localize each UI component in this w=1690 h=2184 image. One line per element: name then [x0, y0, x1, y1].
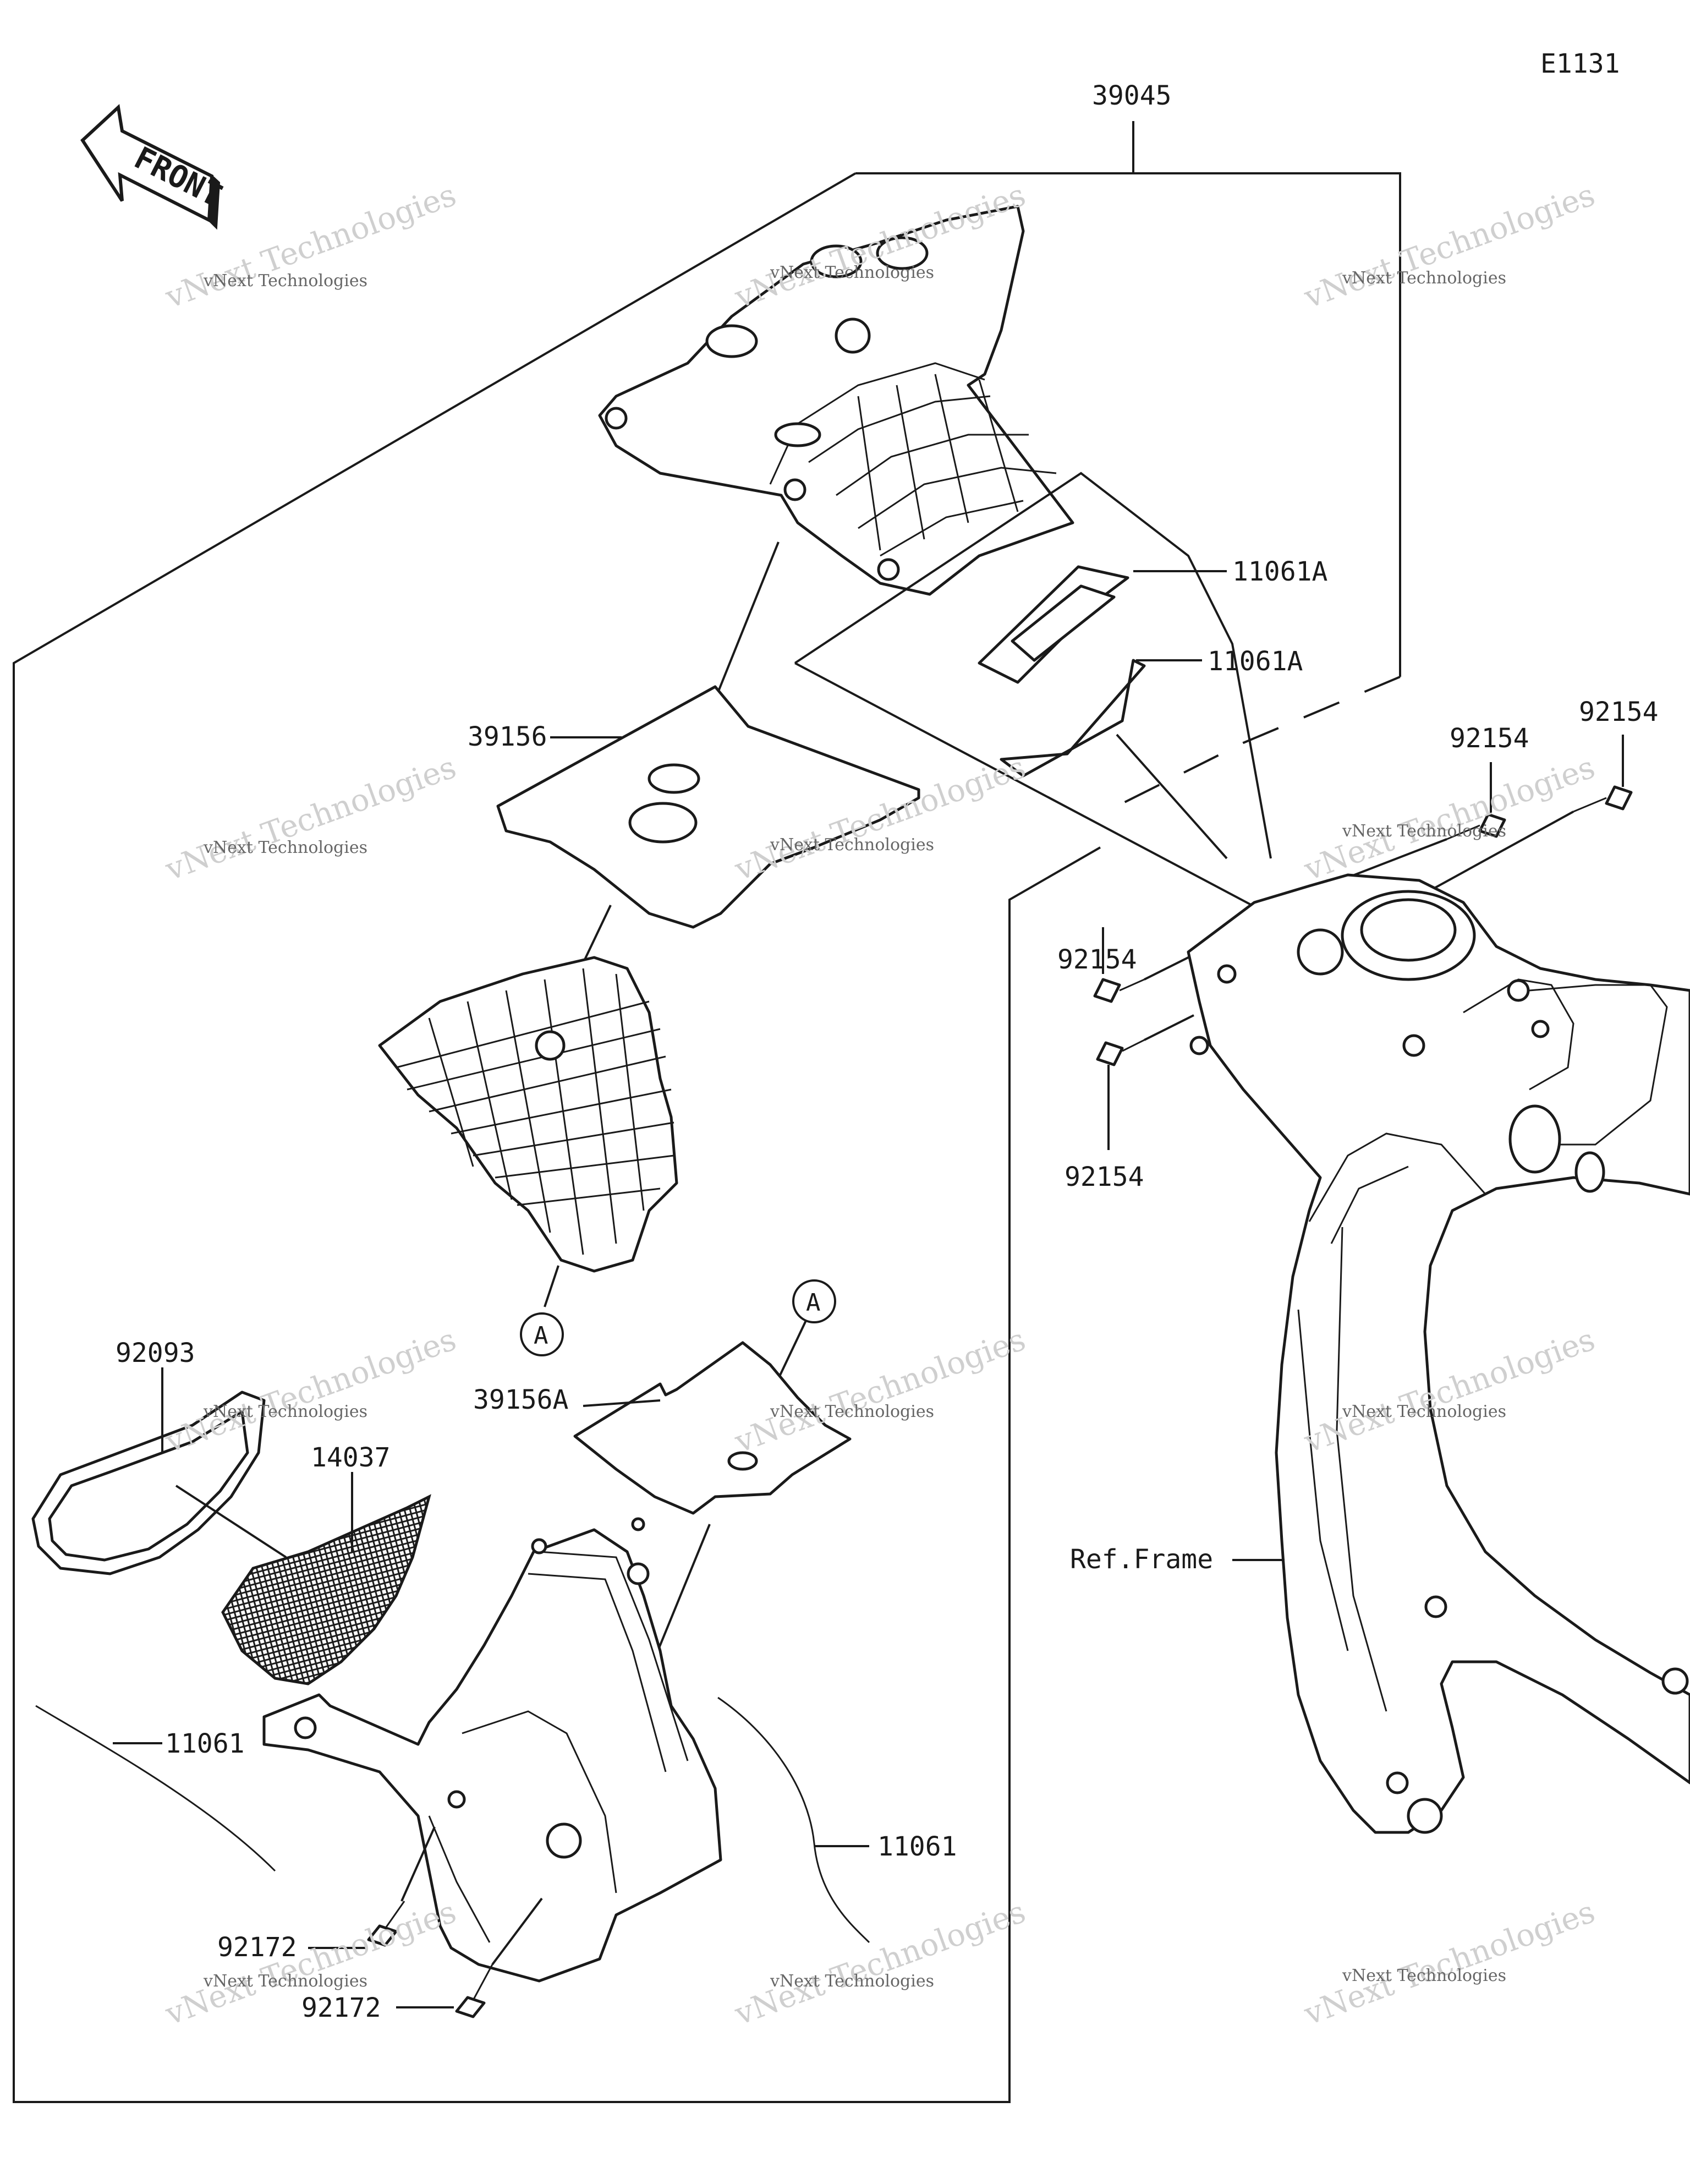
- lattice-insert: [378, 956, 678, 1273]
- seal-11061a-lower: [1000, 659, 1146, 778]
- callout-14037: 14037: [311, 1442, 391, 1473]
- callout-39156: 39156: [468, 721, 547, 752]
- svg-text:A: A: [534, 1322, 548, 1350]
- watermark-11: vNext Technologies vNext Technologies: [730, 1894, 1030, 2033]
- callout-11061-2: 11061: [877, 1831, 957, 1862]
- callout-92172-2: 92172: [301, 1993, 381, 2023]
- svg-text:vNext Technologies: vNext Technologies: [1299, 177, 1600, 316]
- seal-11061a-upper: [978, 565, 1129, 684]
- svg-text:vNext Technologies: vNext Technologies: [770, 1402, 934, 1421]
- svg-text:vNext Technologies: vNext Technologies: [1342, 1402, 1506, 1421]
- svg-text:vNext Technologies: vNext Technologies: [770, 263, 934, 282]
- watermark-12: vNext Technologies vNext Technologies: [1299, 1894, 1600, 2033]
- callout-39156a: 39156A: [473, 1384, 568, 1415]
- diagram-code: E1131: [1540, 48, 1620, 79]
- reference-frame: [1187, 873, 1690, 1834]
- lower-airbox: [262, 1517, 722, 1983]
- leader-92154-4-line: [1144, 1014, 1194, 1041]
- svg-text:vNext Technologies: vNext Technologies: [203, 1972, 367, 1991]
- leader-pad-to-grid: [582, 905, 612, 964]
- svg-text:vNext Technologies: vNext Technologies: [1299, 749, 1600, 888]
- pad-39156a: [573, 1341, 852, 1515]
- callout-92172-1: 92172: [217, 1932, 297, 1963]
- watermark-4: vNext Technologies vNext Technologies: [161, 749, 461, 888]
- bolt-92154-2: [1573, 785, 1633, 813]
- callout-92154-2: 92154: [1579, 697, 1659, 727]
- svg-text:vNext Technologies: vNext Technologies: [161, 1322, 461, 1460]
- wedge-inner: [794, 662, 1258, 909]
- trim-92093: [31, 1391, 266, 1575]
- watermark-7: vNext Technologies vNext Technologies: [161, 1322, 461, 1460]
- leader-92172-1-up: [400, 1826, 436, 1902]
- watermark-6: vNext Technologies vNext Technologies: [1299, 749, 1600, 888]
- leader-lattice-to-a: [544, 1265, 559, 1307]
- svg-text:vNext Technologies: vNext Technologies: [203, 1402, 367, 1421]
- assembly-outline: [13, 172, 1401, 2103]
- mesh-14037: [221, 1494, 431, 1685]
- svg-text:vNext Technologies: vNext Technologies: [730, 1894, 1030, 2033]
- callout-92154-4: 92154: [1065, 1162, 1144, 1192]
- reference-mark-a-2: A: [792, 1279, 836, 1323]
- callout-ref-frame: Ref.Frame: [1070, 1544, 1213, 1575]
- svg-text:A: A: [806, 1289, 821, 1317]
- svg-text:vNext Technologies: vNext Technologies: [770, 1972, 934, 1991]
- leader-trim-to-mesh: [175, 1485, 287, 1558]
- watermark-3: vNext Technologies vNext Technologies: [1299, 177, 1600, 316]
- bolt-92154-4: [1096, 1039, 1145, 1066]
- callout-39045: 39045: [1092, 80, 1172, 111]
- screw-92172-1: [367, 1901, 405, 1947]
- dashed-divider: [1111, 676, 1401, 810]
- svg-text:vNext Technologies: vNext Technologies: [203, 838, 367, 857]
- svg-text:vNext Technologies: vNext Technologies: [203, 271, 367, 291]
- svg-text:vNext Technologies: vNext Technologies: [1342, 822, 1506, 841]
- bolt-92154-3: [1093, 978, 1145, 1003]
- screw-92172-2: [455, 1964, 493, 2018]
- callout-11061a-2: 11061A: [1208, 646, 1303, 677]
- leader-92172-2-up: [491, 1897, 543, 1966]
- svg-text:vNext Technologies: vNext Technologies: [161, 749, 461, 888]
- cord-11061-left: [35, 1705, 276, 1872]
- callout-92154-3: 92154: [1057, 944, 1137, 975]
- svg-text:vNext Technologies: vNext Technologies: [1342, 269, 1506, 288]
- callout-92093: 92093: [116, 1338, 195, 1369]
- reference-mark-a-1: A: [520, 1312, 564, 1356]
- bolt-92154-1: [1446, 813, 1506, 840]
- callout-11061a-1: 11061A: [1232, 556, 1327, 587]
- front-arrow-icon: FRONT: [80, 104, 227, 230]
- pad-39156: [496, 685, 920, 929]
- wedge-outline: [794, 472, 1272, 859]
- leader-39156a: [583, 1399, 661, 1407]
- svg-text:vNext Technologies: vNext Technologies: [770, 835, 934, 855]
- svg-text:vNext Technologies: vNext Technologies: [1342, 1966, 1506, 1985]
- callout-92154-1: 92154: [1450, 723, 1529, 754]
- callout-11061-1: 11061: [165, 1728, 245, 1759]
- svg-text:vNext Technologies: vNext Technologies: [1299, 1894, 1600, 2033]
- upper-air-duct: [598, 205, 1074, 596]
- cord-11061-right: [717, 1696, 870, 1944]
